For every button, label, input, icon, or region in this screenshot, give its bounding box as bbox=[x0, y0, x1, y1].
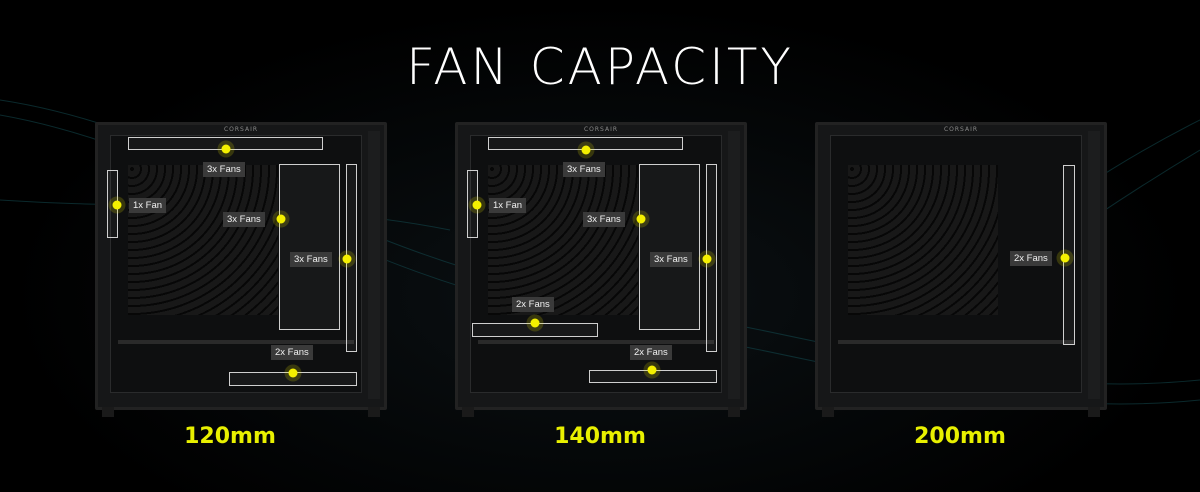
callout-dot bbox=[636, 214, 646, 224]
callout-label: 2x Fans bbox=[1010, 251, 1052, 266]
case-200mm: CORSAIR bbox=[815, 122, 1107, 417]
brand-logo: CORSAIR bbox=[223, 126, 259, 133]
callout-dot bbox=[530, 318, 540, 328]
fan-size-label: 120mm bbox=[184, 424, 276, 449]
callout-label: 3x Fans bbox=[203, 162, 245, 177]
brand-logo: CORSAIR bbox=[943, 126, 979, 133]
callout-dot bbox=[647, 365, 657, 375]
callout-dot bbox=[1060, 253, 1070, 263]
callout-label: 2x Fans bbox=[271, 345, 313, 360]
callout-label: 3x Fans bbox=[583, 212, 625, 227]
callout-label: 3x Fans bbox=[650, 252, 692, 267]
callout-label: 3x Fans bbox=[290, 252, 332, 267]
fan-size-label: 200mm bbox=[914, 424, 1006, 449]
callout-dot bbox=[288, 368, 298, 378]
brand-logo: CORSAIR bbox=[583, 126, 619, 133]
callout-label: 2x Fans bbox=[630, 345, 672, 360]
callout-dot bbox=[581, 145, 591, 155]
page-title: FAN CAPACITY bbox=[406, 38, 794, 96]
callout-dot bbox=[221, 144, 231, 154]
callout-label: 3x Fans bbox=[223, 212, 265, 227]
fan-size-label: 140mm bbox=[554, 424, 646, 449]
callout-dot bbox=[112, 200, 122, 210]
callout-label: 3x Fans bbox=[563, 162, 605, 177]
callout-dot bbox=[472, 200, 482, 210]
fan-zone-side bbox=[639, 164, 700, 330]
fan-zone-side bbox=[279, 164, 340, 330]
callout-label: 1x Fan bbox=[489, 198, 527, 213]
callout-label: 1x Fan bbox=[129, 198, 167, 213]
callout-dot bbox=[342, 254, 352, 264]
callout-label: 2x Fans bbox=[512, 297, 554, 312]
callout-dot bbox=[276, 214, 286, 224]
callout-dot bbox=[702, 254, 712, 264]
case-120mm: CORSAIR bbox=[95, 122, 387, 417]
